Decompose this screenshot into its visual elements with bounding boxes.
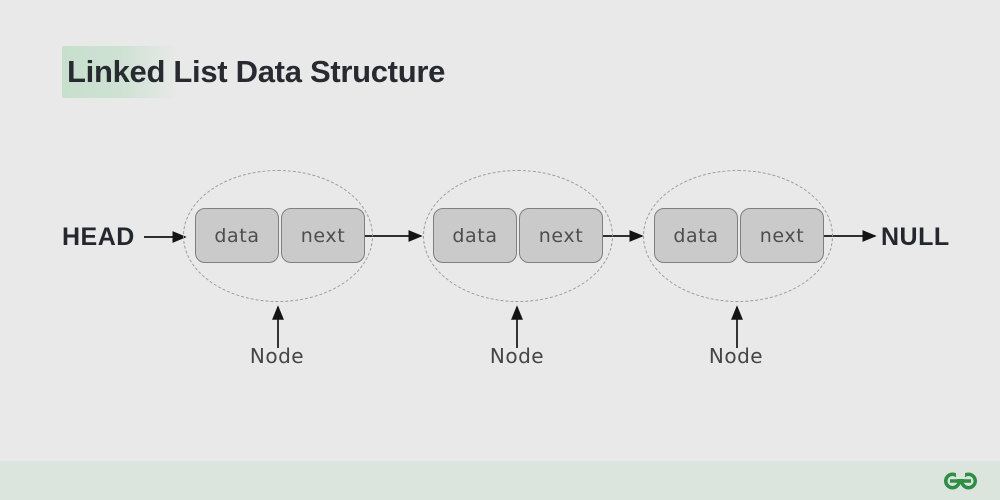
node-3-data-cell: data [654,208,738,263]
null-label: NULL [881,223,950,251]
head-label: HEAD [62,223,135,251]
node-2-data-cell: data [433,208,517,263]
node-2-next-cell: next [519,208,603,263]
node-1-next-cell: next [281,208,365,263]
node-2-caption: Node [489,344,545,368]
title-highlight [62,46,176,98]
page-title: Linked List Data Structure [67,54,446,89]
node-ellipse-3 [643,170,833,302]
footer-strip [0,461,1000,500]
geeksforgeeks-logo-icon [944,470,977,490]
node-ellipse-1 [183,170,373,302]
node-3-next-cell: next [740,208,824,263]
node-3-caption: Node [708,344,764,368]
node-1-data-cell: data [195,208,279,263]
node-ellipse-2 [423,170,613,302]
node-1-caption: Node [249,344,305,368]
